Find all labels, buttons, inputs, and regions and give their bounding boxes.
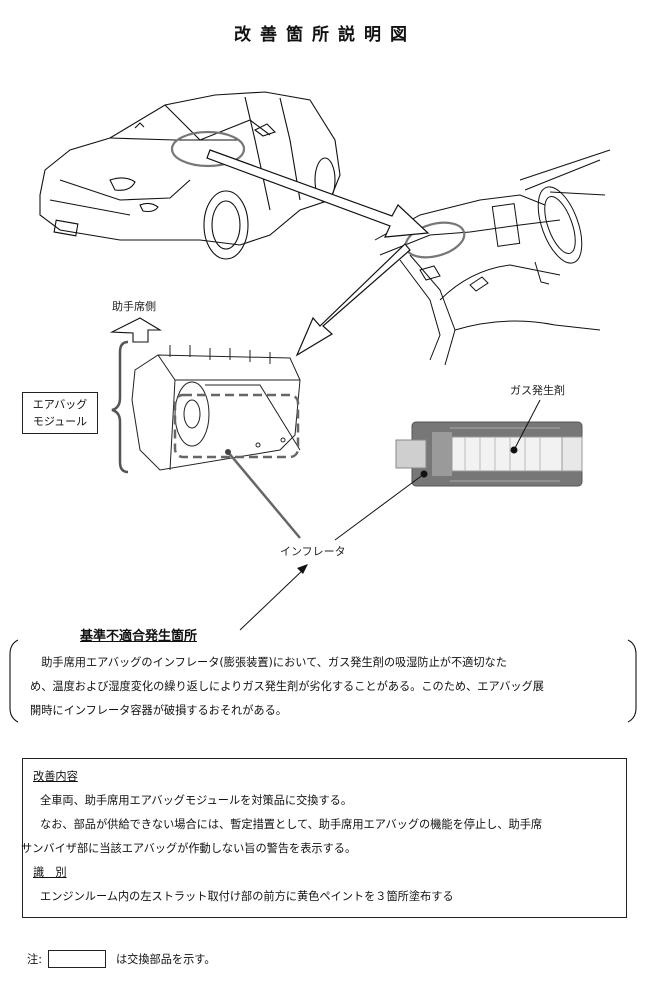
note-suffix: は交換部品を示す。 — [115, 953, 216, 966]
gas-generant-leader — [513, 399, 541, 451]
up-arrow-icon — [109, 317, 162, 343]
defect-line: 開時にインフレータ容器が破損するおそれがある。 — [30, 704, 287, 717]
improvement-line: 全車両、助手席用エアバッグモジュールを対策品に交換する。 — [40, 794, 353, 807]
replacement-part-legend-swatch — [47, 950, 106, 968]
improvement-line: サンバイザ部に当該エアバッグが作動しない旨の警告を表示する。 — [21, 842, 357, 855]
gas-generant-label: ガス発生剤 — [510, 384, 565, 397]
inflator-label: インフレータ — [280, 545, 346, 558]
inflator-leader-right — [334, 473, 425, 541]
airbag-module-illustration — [131, 345, 301, 471]
note: 注: は交換部品を示す。 — [27, 950, 216, 968]
inflator-cutaway-illustration — [395, 421, 583, 487]
defect-description: 助手席用エアバッグのインフレータ(膨張装置)において、ガス発生剤の吸湿防止が不適… — [30, 651, 630, 723]
page-title: 改善箇所説明図 — [234, 25, 416, 45]
defect-line: め、温度および湿度変化の繰り返しによりガス発生剤が劣化することがある。このため、… — [30, 680, 544, 693]
airbag-module-label-line2: モジュール — [32, 415, 88, 428]
arrow-icon — [206, 149, 430, 238]
arrow-icon — [297, 564, 308, 574]
brace-icon — [111, 340, 129, 474]
defect-heading: 基準不適合発生箇所 — [80, 629, 198, 644]
right-bracket — [627, 639, 637, 723]
left-bracket — [9, 639, 19, 723]
improvement-heading: 改善内容 — [33, 770, 78, 783]
identification-heading: 識 別 — [33, 866, 67, 879]
car-illustration — [39, 91, 341, 260]
defect-line: 助手席用エアバッグのインフレータ(膨張装置)において、ガス発生剤の吸湿防止が不適… — [30, 656, 507, 669]
passenger-side-label: 助手席側 — [112, 300, 156, 313]
defect-pointer-line — [239, 567, 306, 631]
airbag-module-label-box: エアバッグ モジュール — [22, 392, 98, 434]
arrow-icon — [295, 243, 411, 357]
note-prefix: 注: — [27, 953, 42, 966]
improvement-line: なお、部品が供給できない場合には、暫定措置として、助手席用エアバッグの機能を停止… — [40, 818, 543, 831]
replacement-part-dashed-box — [173, 393, 300, 459]
dashboard-illustration — [374, 149, 611, 366]
airbag-module-label-line1: エアバッグ — [32, 398, 88, 411]
improvement-box: 改善内容 全車両、助手席用エアバッグモジュールを対策品に交換する。 なお、部品が… — [21, 758, 627, 918]
identification-line: エンジンルーム内の左ストラット取付け部の前方に黄色ペイントを３箇所塗布する — [40, 890, 454, 903]
inflator-leader-left — [227, 451, 301, 539]
car-highlight-ellipse — [170, 130, 246, 168]
